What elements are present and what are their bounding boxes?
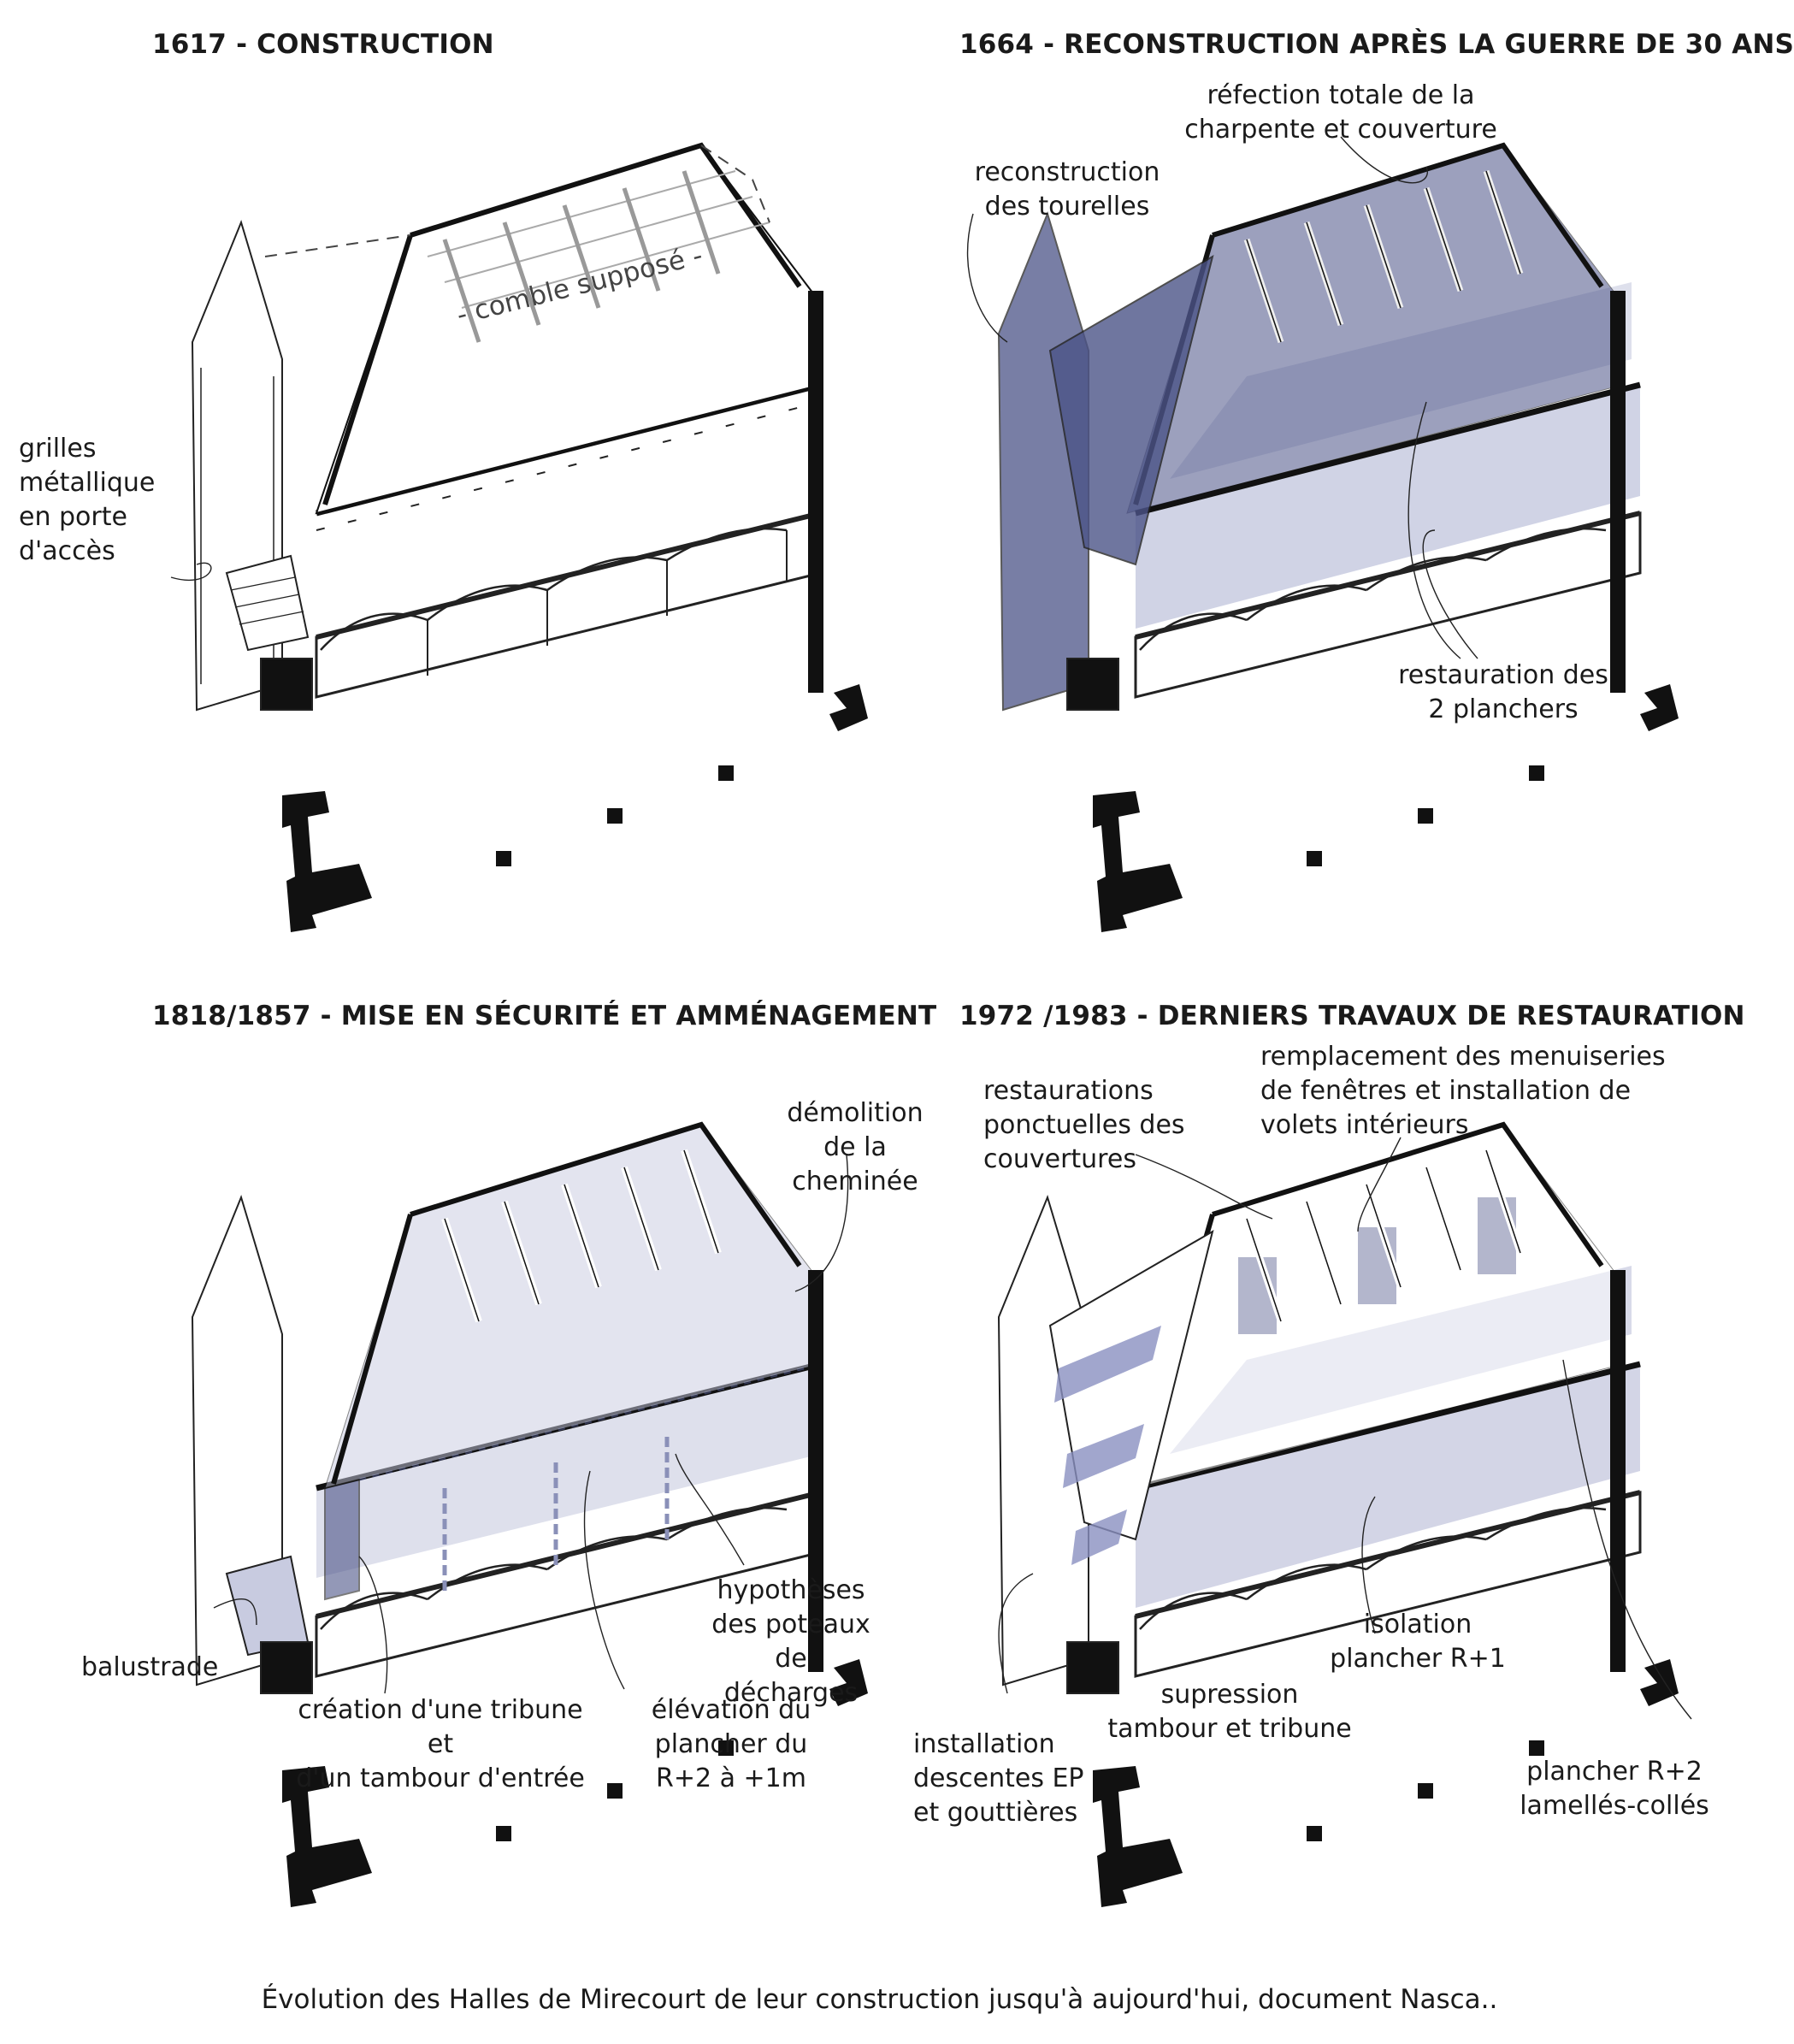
building-drawing-1818-1857 (191, 1121, 868, 1907)
plan-footprint (1093, 1659, 1679, 1907)
panel-1818-1857: 1818/1857 - MISE EN SÉCURITÉ ET AMMÉNAGE… (0, 975, 936, 1950)
gable-wall (1610, 1270, 1626, 1672)
label-cheminee: démolition de la cheminée (787, 1098, 924, 1196)
label-grilles: grilles métallique en porte d'accès (19, 434, 156, 566)
label-elevation: élévation du plancher du R+2 à +1m (651, 1695, 811, 1793)
panel-1972-1983: 1972 /1983 - DERNIERS TRAVAUX DE RESTAUR… (879, 975, 1758, 1950)
roof (324, 1121, 822, 1489)
tower (997, 210, 1214, 712)
label-tourelles: reconstruction des tourelles (974, 157, 1160, 222)
panel-title: 1972 /1983 - DERNIERS TRAVAUX DE RESTAUR… (959, 1001, 1745, 1031)
arcade (1134, 511, 1642, 699)
label-lamelles: plancher R+2 lamellés-collés (1520, 1757, 1709, 1821)
tower (191, 219, 313, 712)
label-refection: réfection totale de la charpente et couv… (1184, 80, 1497, 145)
label-descentes: installation descentes EP et gouttières (913, 1729, 1084, 1828)
gable-wall (808, 291, 823, 693)
figure-caption: Évolution des Halles de Mirecourt de leu… (261, 1984, 1498, 2015)
label-poteaux: hypothèses des poteaux de décharges (711, 1575, 870, 1708)
arcade (315, 511, 823, 699)
panel-title: 1818/1857 - MISE EN SÉCURITÉ ET AMMÉNAGE… (152, 1001, 937, 1031)
panel-title: 1617 - CONSTRUCTION (152, 29, 494, 60)
panel-1617: 1617 - CONSTRUCTION (0, 0, 879, 975)
tower (191, 1194, 360, 1694)
label-couvertures: restaurations ponctuelles des couverture… (983, 1076, 1185, 1174)
label-menuiseries: remplacement des menuiseries de fenêtres… (1260, 1042, 1666, 1140)
label-isolation: isolation plancher R+1 (1330, 1610, 1506, 1674)
panel-1664: 1664 - RECONSTRUCTION APRÈS LA GUERRE DE… (879, 0, 1794, 975)
arcade (1134, 1490, 1642, 1678)
building-drawing-1664 (966, 136, 1679, 932)
gable-wall (1610, 291, 1626, 693)
gable-wall (808, 1270, 823, 1672)
label-planchers: restauration des 2 planchers (1398, 660, 1608, 724)
roof (264, 142, 822, 515)
label-supression: supression tambour et tribune (1107, 1680, 1352, 1744)
building-drawing-1972-1983 (997, 1121, 1692, 1907)
plan-footprint (1093, 684, 1679, 932)
label-balustrade: balustrade (81, 1652, 219, 1682)
panel-title: 1664 - RECONSTRUCTION APRÈS LA GUERRE DE… (959, 29, 1794, 60)
tower (997, 1194, 1214, 1694)
plan-footprint (282, 684, 868, 932)
plan-footprint (282, 1659, 868, 1907)
building-drawing-1617 (170, 142, 868, 932)
label-tribune: création d'une tribune et d'un tambour d… (296, 1695, 585, 1793)
